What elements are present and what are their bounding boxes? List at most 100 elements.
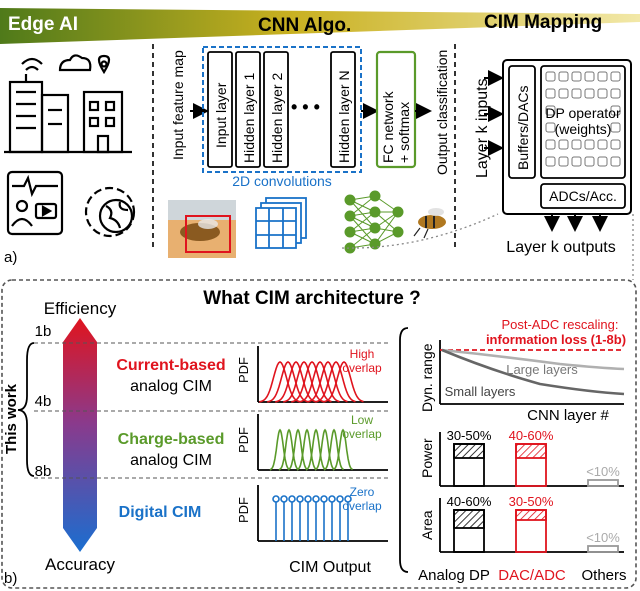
layer-label-hidden-2: Hidden layer 2 [269,73,285,163]
dp-cell [597,139,608,150]
dp-cell [571,139,582,150]
bar-hatch [453,443,485,459]
health-monitor-icon [6,170,64,236]
low-overlap-line1: Low [351,413,373,427]
layer-label-hidden-n: Hidden layer N [336,70,352,163]
info-loss-label: information loss (1-8b) [486,332,626,347]
efficiency-label: Efficiency [44,299,117,318]
dp-cell [584,88,595,99]
pdf-delta-marker [344,495,352,503]
power-label: Power [419,438,435,478]
dp-cell [610,139,621,150]
pdf-curve [259,361,300,403]
dp-cell [545,156,556,167]
pdf-curve [323,361,364,403]
bit-label-4b: 4b [35,393,52,410]
efficiency-accuracy-arrow [63,318,97,552]
cnn-algo-label: CNN Algo. [258,15,351,36]
zero-overlap-line2: overlap [342,499,382,513]
pdf-curve [332,428,354,471]
softmax-label: + softmax [396,102,412,163]
dp-cell [558,88,569,99]
layer-hidden-1: Hidden layer 1 [235,51,261,168]
bar-hatch [515,443,547,459]
dp-cell [584,139,595,150]
dp-cell [545,105,556,116]
dyn-range-label: Dyn. range [419,343,435,412]
pdf-curve [323,428,345,471]
dp-cell [584,71,595,82]
pdf-curve [314,428,336,471]
bee-icon-output [413,208,446,239]
neural-network-icon [344,190,404,254]
dp-cell [558,156,569,167]
pdf-curve [269,428,291,471]
dyn-range-plot [439,340,625,405]
dp-operator-label: DP operator [545,105,621,121]
post-adc-label: Post-ADC rescaling: [501,317,618,332]
bar-percent-label: 40-60% [509,428,554,443]
layer-k-outputs-label: Layer k outputs [506,239,615,256]
panel-b-label: b) [4,570,17,587]
fc-network-box: FC network + softmax [375,50,417,169]
pdf-label-3: PDF [236,497,251,523]
buffers-dacs-label: Buffers/DACs [515,85,531,170]
power-bars: 30-50%40-60%<10% [447,428,620,487]
dp-cell [571,156,582,167]
layer-hidden-n: Hidden layer N [330,51,356,168]
dp-cell [610,156,621,167]
dp-cell [597,71,608,82]
high-overlap-line1: High [350,347,375,361]
pdf-curve [296,428,318,471]
panel-b-frame [1,279,637,589]
bar-hatch [515,509,547,521]
dp-cell [610,88,621,99]
low-overlap-line2: overlap [342,427,382,441]
pdf-delta-marker [296,495,304,503]
edge-ai-label: Edge AI [8,14,78,35]
pdf-curve [283,361,324,403]
dp-operator-array [540,65,626,179]
pdf-curve [315,361,356,403]
pdf-curve [305,428,327,471]
pdf-delta-marker [336,495,344,503]
area-bars: 40-60%30-50%<10% [447,494,620,553]
small-layers-curve [441,348,625,396]
dp-cell [571,71,582,82]
dp-cell [558,71,569,82]
feature-map-grid-icon [255,197,307,249]
zoom-connector-left [341,213,499,249]
pdf-delta-marker [280,495,288,503]
bit-guide-lines [34,342,388,479]
area-label: Area [419,510,435,540]
layer-input: Input layer [207,51,233,168]
dp-cell [610,105,621,116]
buffers-dacs-box: Buffers/DACs [508,65,536,179]
city-icon [4,54,132,154]
adcs-label: ADCs/Acc. [549,188,617,204]
dp-cell [610,122,621,133]
input-feature-map-label: Input feature map [170,50,186,160]
cim-output-label: CIM Output [289,559,371,576]
pdf-delta-marker [312,495,320,503]
panel-b-title: What CIM architecture ? [203,288,420,309]
output-classification-label: Output classification [434,50,450,175]
this-work-label: This work [3,383,20,454]
dp-weights-label: (weights) [555,121,612,137]
high-overlap-line2: overlap [342,361,382,375]
output-arrows [544,214,608,232]
zero-overlap-line1: Zero [350,485,375,499]
panel-a-label: a) [4,249,17,266]
bee-photo-input [168,200,236,258]
dp-cell [545,139,556,150]
pdf-curve [299,361,340,403]
bit-label-8b: 8b [35,463,52,480]
bar-percent-label: <10% [586,464,620,479]
dp-cell [597,88,608,99]
bar-percent-label: <10% [586,530,620,545]
accuracy-label: Accuracy [45,555,115,574]
pdf-curve [275,361,316,403]
convolution-group-box [202,46,362,173]
pdf-curve [278,428,300,471]
dp-cell [545,71,556,82]
